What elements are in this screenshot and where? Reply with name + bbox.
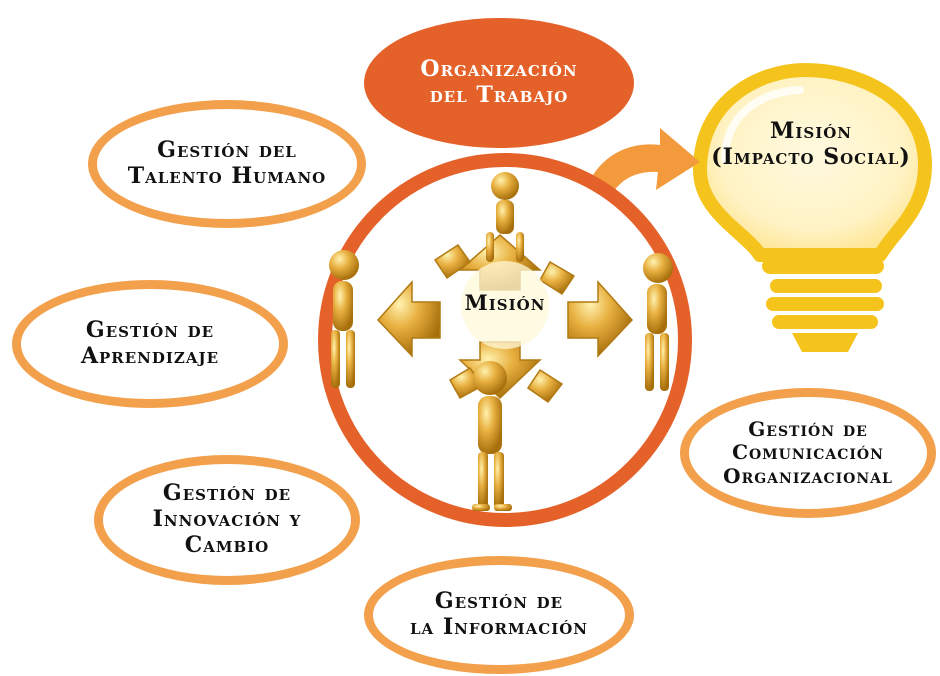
talento-line2: Talento Humano <box>127 163 327 189</box>
bulb-base <box>762 258 884 352</box>
oval-comunicacion: Gestión de Comunicación Organizacional <box>680 388 936 518</box>
oval-innovacion: Gestión de Innovación y Cambio <box>94 455 360 585</box>
top-oval-line1: Organización <box>420 56 578 83</box>
oval-aprendizaje: Gestión de Aprendizaje <box>12 280 288 408</box>
top-oval-line2: del Trabajo <box>429 82 569 108</box>
center-mission-label: Misión <box>464 290 546 315</box>
talento-line1: Gestión del <box>157 137 297 164</box>
aprendizaje-line1: Gestión de <box>85 317 215 344</box>
innovacion-line2: Innovación y <box>152 506 302 533</box>
comunicacion-line2: Comunicación <box>732 440 884 465</box>
comunicacion-line1: Gestión de <box>748 416 868 441</box>
bulb-line1: Misión <box>770 118 852 144</box>
innovacion-line3: Cambio <box>184 531 270 558</box>
top-oval-organizacion: Organización del Trabajo <box>364 18 634 148</box>
oval-aprendizaje-label: Gestión de Aprendizaje <box>80 317 220 370</box>
mission-bulb-label: Misión (Impacto Social) <box>698 118 924 171</box>
oval-innovacion-label: Gestión de Innovación y Cambio <box>152 480 302 559</box>
aprendizaje-line2: Aprendizaje <box>80 343 220 369</box>
innovacion-line1: Gestión de <box>162 480 292 507</box>
oval-comunicacion-label: Gestión de Comunicación Organizacional <box>723 416 893 489</box>
informacion-line1: Gestión de <box>434 588 564 615</box>
oval-informacion-label: Gestión de la Información <box>409 588 588 641</box>
oval-talento-humano: Gestión del Talento Humano <box>88 100 366 228</box>
top-oval-label: Organización del Trabajo <box>420 56 578 109</box>
curved-arrow-icon <box>580 128 700 235</box>
oval-talento-label: Gestión del Talento Humano <box>127 137 327 190</box>
gold-figures-holding-arrows-icon <box>329 172 673 511</box>
informacion-line2: la Información <box>409 614 588 640</box>
comunicacion-line3: Organizacional <box>723 463 893 488</box>
lightbulb-icon <box>693 63 932 352</box>
bulb-line2: (Impacto Social) <box>711 144 911 171</box>
oval-informacion: Gestión de la Información <box>364 556 634 674</box>
center-glow <box>461 261 549 349</box>
